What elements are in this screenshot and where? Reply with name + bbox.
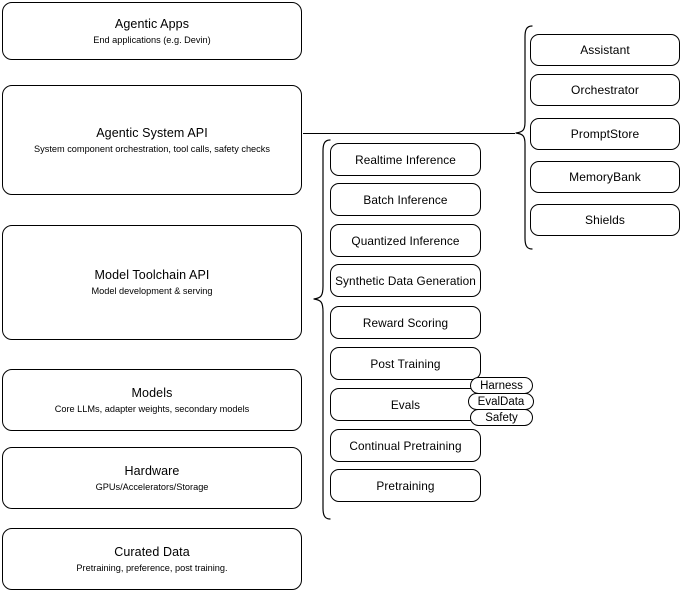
layer-title: Agentic System API: [96, 125, 208, 140]
capability-title: Batch Inference: [363, 192, 448, 207]
capability-box-continual-pretraining[interactable]: Continual Pretraining: [330, 429, 481, 462]
layer-box-agentic-apps[interactable]: Agentic Apps End applications (e.g. Devi…: [2, 2, 302, 60]
capability-title: Synthetic Data Generation: [335, 273, 476, 288]
capability-title: Post Training: [370, 356, 441, 371]
evals-badge-evaldata[interactable]: EvalData: [468, 393, 534, 410]
layer-subtitle: End applications (e.g. Devin): [93, 34, 211, 45]
component-title: MemoryBank: [569, 170, 641, 184]
layer-subtitle: Model development & serving: [91, 286, 213, 296]
component-title: Orchestrator: [571, 83, 639, 97]
layer-box-models[interactable]: Models Core LLMs, adapter weights, secon…: [2, 369, 302, 431]
evals-badge-safety[interactable]: Safety: [470, 409, 533, 426]
capability-box-post-training[interactable]: Post Training: [330, 347, 481, 380]
capability-box-batch-inference[interactable]: Batch Inference: [330, 183, 481, 216]
layer-box-curated-data[interactable]: Curated Data Pretraining, preference, po…: [2, 528, 302, 590]
component-box-memorybank[interactable]: MemoryBank: [530, 161, 680, 193]
brace-model-toolchain: [313, 139, 331, 520]
layer-subtitle: System component orchestration, tool cal…: [34, 143, 270, 154]
capability-box-synthetic-data-generation[interactable]: Synthetic Data Generation: [330, 264, 481, 297]
capability-title: Evals: [390, 397, 421, 412]
component-box-shields[interactable]: Shields: [530, 204, 680, 236]
component-title: PromptStore: [570, 127, 640, 141]
layer-subtitle: Pretraining, preference, post training.: [76, 562, 228, 573]
capability-title: Realtime Inference: [355, 152, 456, 167]
layer-title: Curated Data: [114, 544, 190, 559]
layer-subtitle: GPUs/Accelerators/Storage: [95, 481, 209, 492]
component-box-promptstore[interactable]: PromptStore: [530, 118, 680, 150]
component-title: Assistant: [580, 43, 630, 57]
capability-title: Reward Scoring: [362, 315, 449, 330]
layer-box-hardware[interactable]: Hardware GPUs/Accelerators/Storage: [2, 447, 302, 509]
connector-agentic-system-api-to-components: [303, 133, 515, 134]
evals-badge-harness[interactable]: Harness: [470, 377, 533, 394]
layer-box-model-toolchain-api[interactable]: Model Toolchain API Model development & …: [2, 225, 302, 340]
brace-agentic-system: [515, 25, 533, 250]
capability-box-quantized-inference[interactable]: Quantized Inference: [330, 224, 481, 257]
layer-subtitle: Core LLMs, adapter weights, secondary mo…: [54, 403, 250, 414]
layer-title: Agentic Apps: [114, 16, 190, 31]
evals-badge-label: EvalData: [477, 395, 525, 408]
layer-title: Models: [131, 385, 173, 400]
layer-title: Hardware: [124, 463, 180, 478]
capability-box-pretraining[interactable]: Pretraining: [330, 469, 481, 502]
component-title: Shields: [584, 213, 626, 227]
component-box-orchestrator[interactable]: Orchestrator: [530, 74, 680, 106]
layer-title: Model Toolchain API: [94, 268, 210, 282]
capability-box-reward-scoring[interactable]: Reward Scoring: [330, 306, 481, 339]
capability-box-realtime-inference[interactable]: Realtime Inference: [330, 143, 481, 176]
evals-badge-label: Safety: [485, 411, 518, 424]
component-box-assistant[interactable]: Assistant: [530, 34, 680, 66]
capability-title: Quantized Inference: [351, 233, 460, 248]
capability-box-evals[interactable]: Evals: [330, 388, 481, 421]
capability-title: Pretraining: [376, 478, 435, 493]
evals-badge-label: Harness: [480, 379, 523, 392]
capability-title: Continual Pretraining: [349, 438, 462, 453]
layer-box-agentic-system-api[interactable]: Agentic System API System component orch…: [2, 85, 302, 195]
